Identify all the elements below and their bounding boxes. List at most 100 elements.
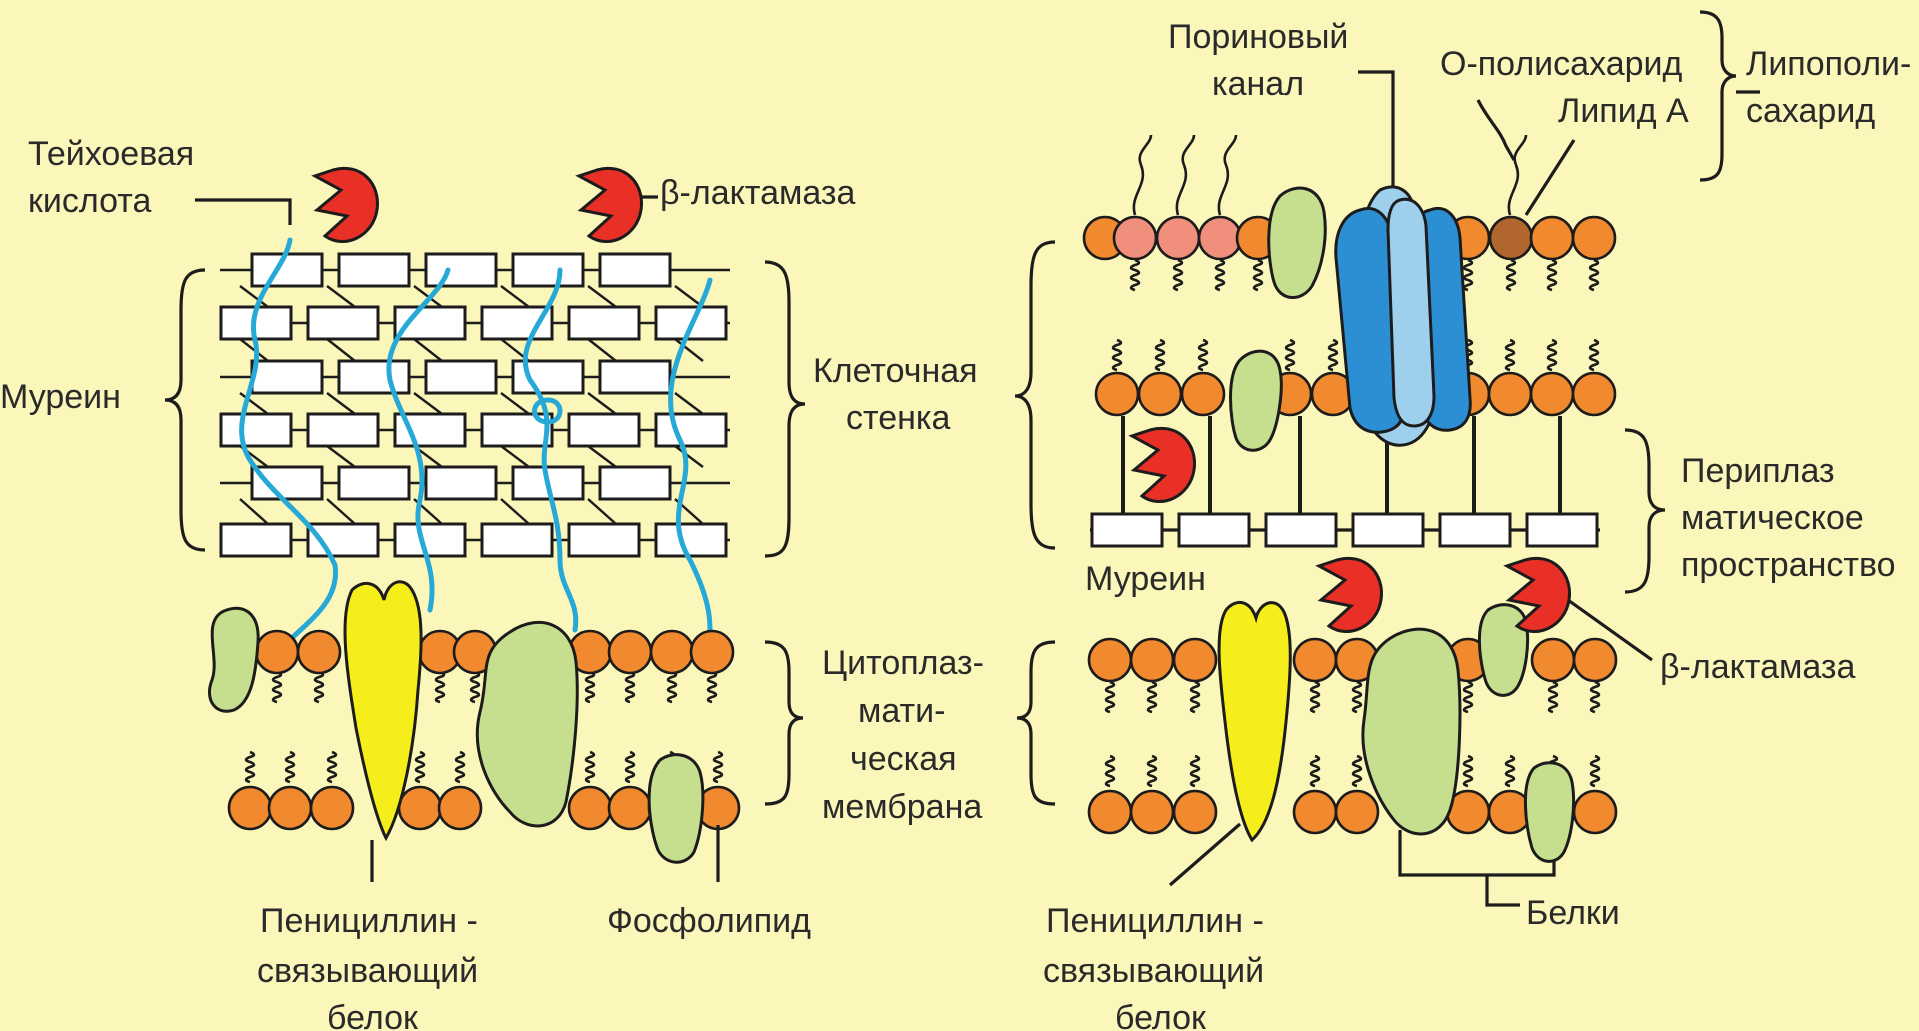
phospholipid-tail xyxy=(586,672,594,702)
murein-brace xyxy=(165,270,205,550)
murein-glycan-unit xyxy=(569,307,639,339)
membrane-label-4: мембрана xyxy=(822,788,982,826)
gram-positive-panel xyxy=(165,168,805,882)
murein-label-right: Муреин xyxy=(1085,560,1206,598)
lipid-a-label: Липид А xyxy=(1558,92,1689,130)
phospholipid-head xyxy=(1182,373,1224,415)
lipid-a-tail xyxy=(1216,260,1224,290)
phospholipid-tail xyxy=(315,672,323,702)
lipid-a-tail xyxy=(1548,260,1556,290)
phospholipid-head xyxy=(1489,373,1531,415)
murein-glycan-unit xyxy=(600,467,670,499)
phospholipid-head xyxy=(1574,791,1616,833)
murein-crosslink xyxy=(327,393,355,414)
phospholipid-label: Фосфолипид xyxy=(607,902,811,940)
phospholipid-head xyxy=(1139,373,1181,415)
phospholipid-head xyxy=(1294,791,1336,833)
phospholipid-head xyxy=(1131,639,1173,681)
cell-wall-brace-left xyxy=(765,262,805,556)
murein-crosslink xyxy=(675,393,703,414)
phospholipid-tail xyxy=(1353,756,1361,786)
phospholipid-tail xyxy=(1591,682,1599,712)
phospholipid-head xyxy=(399,787,441,829)
murein-glycan-unit xyxy=(308,414,378,446)
phospholipid-tail xyxy=(668,672,676,702)
murein-glycan-unit xyxy=(656,524,726,556)
murein-crosslink xyxy=(501,499,529,524)
phospholipid-tail xyxy=(1311,756,1319,786)
beta-lactamase-periplasm-1 xyxy=(1132,428,1195,501)
murein-glycan-unit xyxy=(426,361,496,393)
beta-lactamase-left-2 xyxy=(579,168,642,241)
phospholipid-head xyxy=(569,787,611,829)
phospholipid-tail xyxy=(1549,682,1557,712)
teichoic-label-2: кислота xyxy=(28,182,151,220)
phospholipid-head xyxy=(229,787,271,829)
murein-crosslink xyxy=(588,286,616,307)
phospholipid-tail xyxy=(1106,682,1114,712)
cell-wall-brace-right xyxy=(1015,242,1055,548)
pbp-label-left-3: белок xyxy=(327,999,419,1031)
pbp-leader-line-right xyxy=(1170,824,1240,885)
phospholipid-head xyxy=(269,787,311,829)
lipid-a-tail xyxy=(1464,260,1472,290)
phospholipid-head xyxy=(651,631,693,673)
phospholipid-tail xyxy=(273,672,281,702)
porin-leader-line xyxy=(1358,72,1393,195)
phospholipid-tail xyxy=(1591,756,1599,786)
murein-glycan-unit xyxy=(656,414,726,446)
phospholipid-head xyxy=(609,787,651,829)
murein-glycan-unit xyxy=(252,467,322,499)
pbp-label-right-2: связывающий xyxy=(1043,952,1264,990)
murein-glycan-unit xyxy=(221,524,291,556)
lps-head xyxy=(1199,217,1241,259)
pbp-label-right-3: белок xyxy=(1115,999,1207,1031)
membrane-label-1: Цитоплаз- xyxy=(822,644,984,682)
phospholipid-tail xyxy=(1353,682,1361,712)
murein-glycan-unit xyxy=(482,524,552,556)
murein-crosslink xyxy=(501,446,529,467)
phospholipid-tail xyxy=(1199,340,1207,370)
phospholipid-tail xyxy=(1191,682,1199,712)
murein-glycan-unit xyxy=(426,467,496,499)
murein-glycan-unit xyxy=(1266,514,1336,546)
penicillin-binding-protein-right xyxy=(1219,602,1290,840)
murein-layer-right xyxy=(1090,514,1600,546)
lipid-a-head xyxy=(1490,217,1532,259)
periplasm-label-1: Периплаз xyxy=(1681,452,1835,490)
membrane-label-2: мати- xyxy=(858,692,945,730)
phospholipid-head xyxy=(1531,373,1573,415)
lps-head xyxy=(1157,217,1199,259)
cell-wall-label-2: стенка xyxy=(846,399,950,437)
phospholipid-head xyxy=(1174,639,1216,681)
protein-outer-1 xyxy=(1269,188,1326,297)
phospholipid-tail xyxy=(1286,340,1294,370)
protein-inner-small-2 xyxy=(1525,763,1573,862)
murein-glycan-unit xyxy=(569,414,639,446)
phospholipid-head xyxy=(1294,639,1336,681)
phospholipid-head xyxy=(1532,639,1574,681)
phospholipid-head xyxy=(1174,791,1216,833)
phospholipid-tail xyxy=(1106,756,1114,786)
beta-lactamase-label-right: β-лактамаза xyxy=(1660,648,1855,686)
teichoic-leader-line xyxy=(195,200,290,225)
murein-crosslink xyxy=(240,499,268,524)
beta-lactamase-periplasm-2 xyxy=(1319,558,1382,631)
beta-lactamase-left-1 xyxy=(315,168,378,241)
periplasm-label-2: матическое xyxy=(1681,499,1864,537)
phospholipid-head xyxy=(1574,639,1616,681)
murein-glycan-unit xyxy=(600,254,670,286)
murein-glycan-unit xyxy=(339,467,409,499)
murein-crosslink xyxy=(588,446,616,467)
o-polysaccharide-leader-line xyxy=(1478,100,1514,160)
phospholipid-tail xyxy=(1113,340,1121,370)
protein-outer-2 xyxy=(1231,351,1282,450)
murein-glycan-unit xyxy=(513,254,583,286)
murein-glycan-unit xyxy=(1527,514,1597,546)
porin-label-1: Пориновый xyxy=(1168,18,1348,56)
phospholipid-tail xyxy=(1506,756,1514,786)
membrane-brace-right xyxy=(1017,642,1055,804)
murein-label-left: Муреин xyxy=(0,378,121,416)
phospholipid-tail xyxy=(626,672,634,702)
